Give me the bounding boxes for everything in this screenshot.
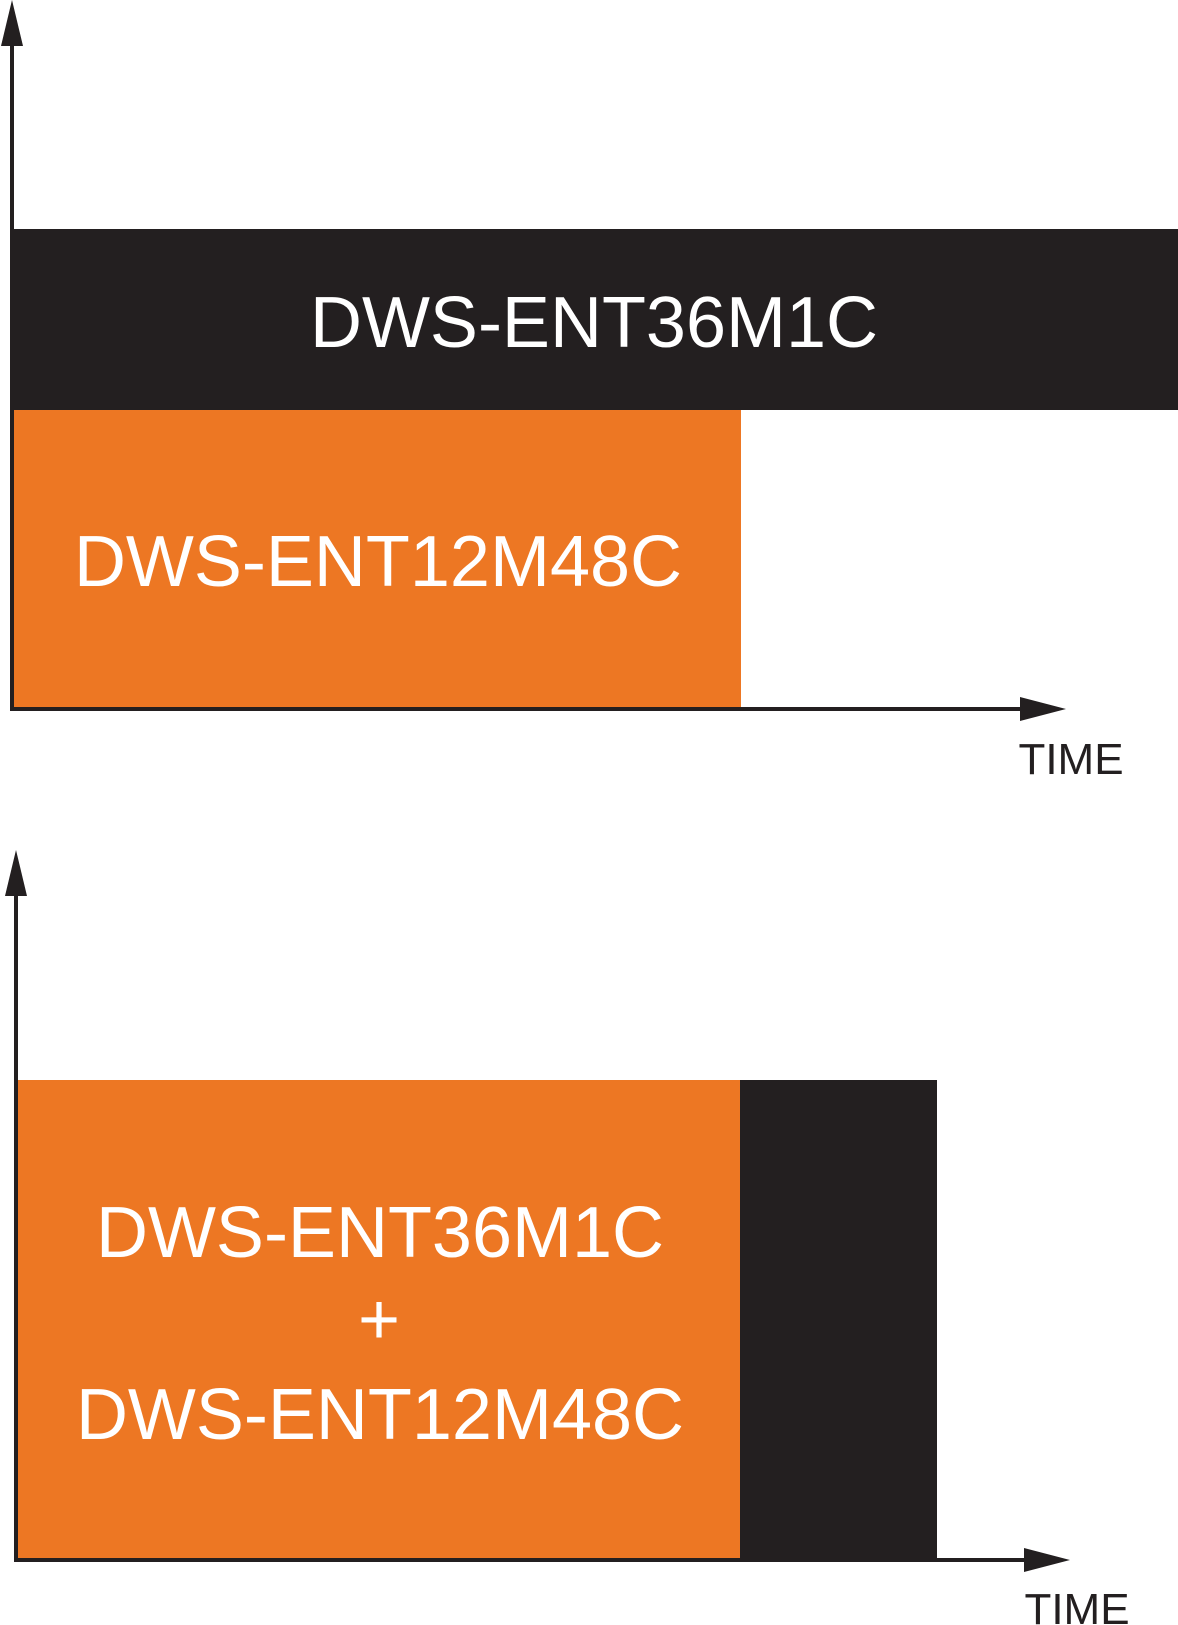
top-orange-bar [12, 410, 741, 707]
bottom-label-line2: DWS-ENT12M48C [76, 1375, 684, 1455]
bottom-x-axis-label: TIME [1024, 1585, 1129, 1625]
bottom-y-axis-arrow-icon [5, 850, 27, 896]
bottom-x-axis-arrow-icon [1024, 1548, 1070, 1572]
top-x-axis-arrow-icon [1020, 697, 1066, 721]
top-y-axis-arrow-icon [1, 0, 23, 46]
top-x-axis-label: TIME [1018, 735, 1123, 784]
bottom-orange-bar [18, 1080, 740, 1558]
top-diagram: DWS-ENT36M1C DWS-ENT12M48C TIME [1, 0, 1178, 784]
bottom-diagram: DWS-ENT36M1C + DWS-ENT12M48C TIME [5, 850, 1130, 1625]
bottom-black-bar [740, 1080, 937, 1558]
bottom-label-plus: + [358, 1280, 400, 1360]
top-black-bar [12, 229, 1178, 410]
top-orange-bar-label: DWS-ENT12M48C [74, 522, 682, 602]
top-black-bar-label: DWS-ENT36M1C [310, 283, 878, 363]
bottom-label-line1: DWS-ENT36M1C [96, 1193, 664, 1273]
